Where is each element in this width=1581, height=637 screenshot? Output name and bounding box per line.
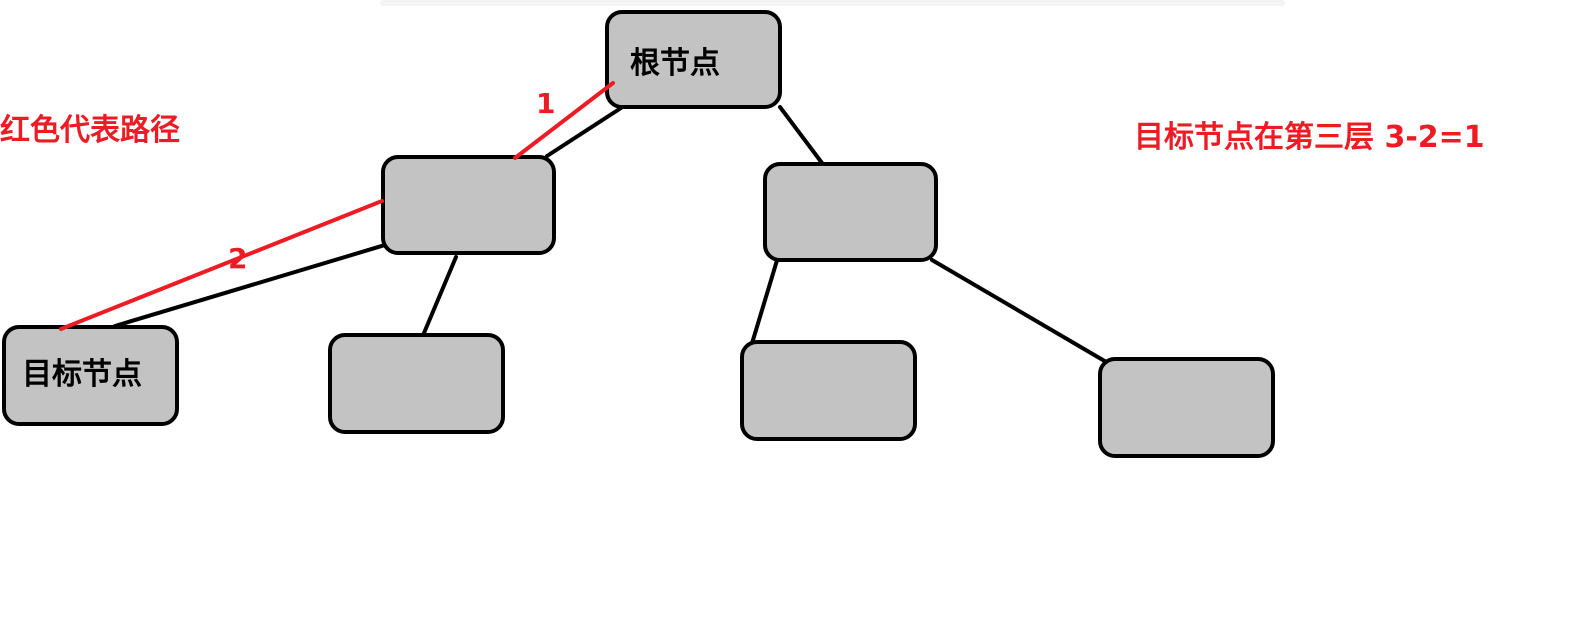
path-edge-step-2 xyxy=(59,199,384,331)
edge-right-rightright xyxy=(930,258,1110,365)
edge-left-leftleft xyxy=(113,240,397,328)
node-label-root: 根节点 xyxy=(630,46,720,81)
node-label-target: 目标节点 xyxy=(22,357,142,392)
edge-root-right xyxy=(778,105,824,165)
edge-left-leftright xyxy=(422,255,458,335)
tree-node-right xyxy=(763,162,938,262)
tree-node-right-right xyxy=(1098,357,1275,458)
path-step-label-2: 2 xyxy=(228,242,247,275)
tree-node-right-left xyxy=(740,340,917,441)
top-bar xyxy=(380,0,1285,6)
formula-text: 目标节点在第三层 3-2=1 xyxy=(1134,120,1485,155)
tree-node-root: 根节点 xyxy=(605,10,782,109)
tree-node-left xyxy=(381,155,556,255)
path-step-label-1: 1 xyxy=(536,87,555,120)
path-edge-step-1 xyxy=(513,81,615,160)
tree-node-target: 目标节点 xyxy=(2,325,179,426)
legend-text: 红色代表路径 xyxy=(0,113,180,148)
edge-root-left xyxy=(545,106,623,158)
edge-right-rightleft xyxy=(748,255,780,352)
tree-node-left-right xyxy=(328,333,505,434)
